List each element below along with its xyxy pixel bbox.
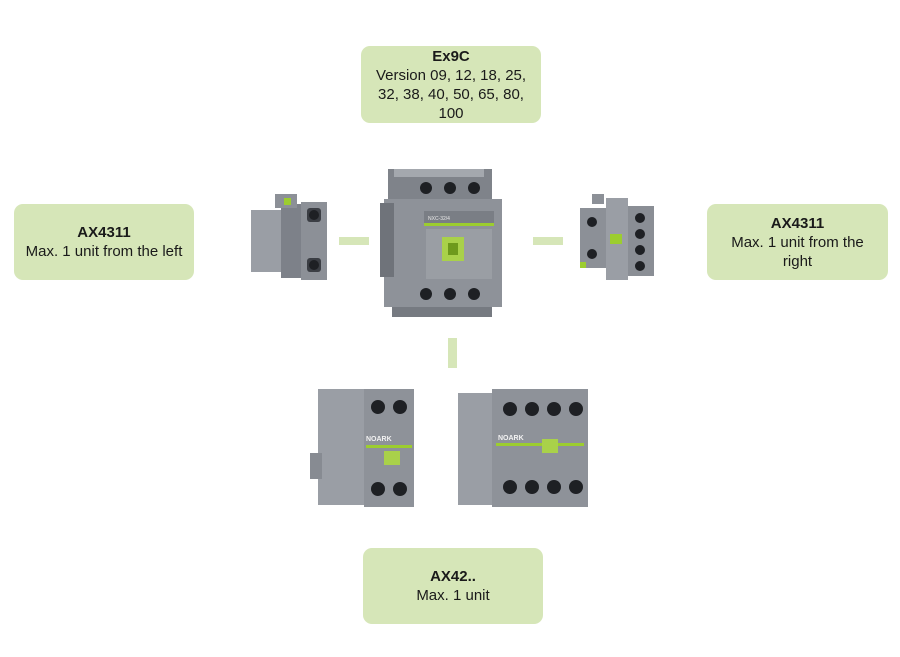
label-ax42: AX42.. Max. 1 unit [363,548,543,624]
brand-logo-large: NOARK [498,435,524,442]
contactor-rating-text: NXC-32/4 [428,216,450,222]
label-ex9c-line-3: 100 [438,104,464,122]
label-ax4311-left-title: AX4311 [77,224,131,241]
label-ax42-line: Max. 1 unit [416,587,490,604]
aux-contact-left-image [251,194,327,280]
label-ex9c-line-1: Version 09, 12, 18, 25, [375,66,527,84]
connector-right [533,237,563,245]
label-ex9c: Ex9C Version 09, 12, 18, 25, 32, 38, 40,… [361,46,541,123]
label-ax4311-left-line: Max. 1 unit from the left [25,243,183,260]
label-ex9c-line-2: 32, 38, 40, 50, 65, 80, [378,85,524,103]
label-ex9c-title: Ex9C [432,47,470,65]
aux-contact-right-image [580,194,654,280]
connector-bottom [448,338,457,368]
aux-contact-front-4pole-image: NOARK [458,389,588,507]
aux-contact-front-2pole-image: NOARK [310,389,414,507]
brand-logo-small: NOARK [366,436,392,443]
label-ax4311-left: AX4311 Max. 1 unit from the left [14,204,194,280]
connector-left [339,237,369,245]
label-ax4311-right-title: AX4311 [770,214,825,232]
label-ax42-title: AX42.. [430,568,476,585]
label-ax4311-right-line: Max. 1 unit from the right [731,233,864,270]
label-ax4311-right: AX4311 Max. 1 unit from the right [707,204,888,280]
contactor-ex9c-image: NXC-32/4 [380,169,502,317]
